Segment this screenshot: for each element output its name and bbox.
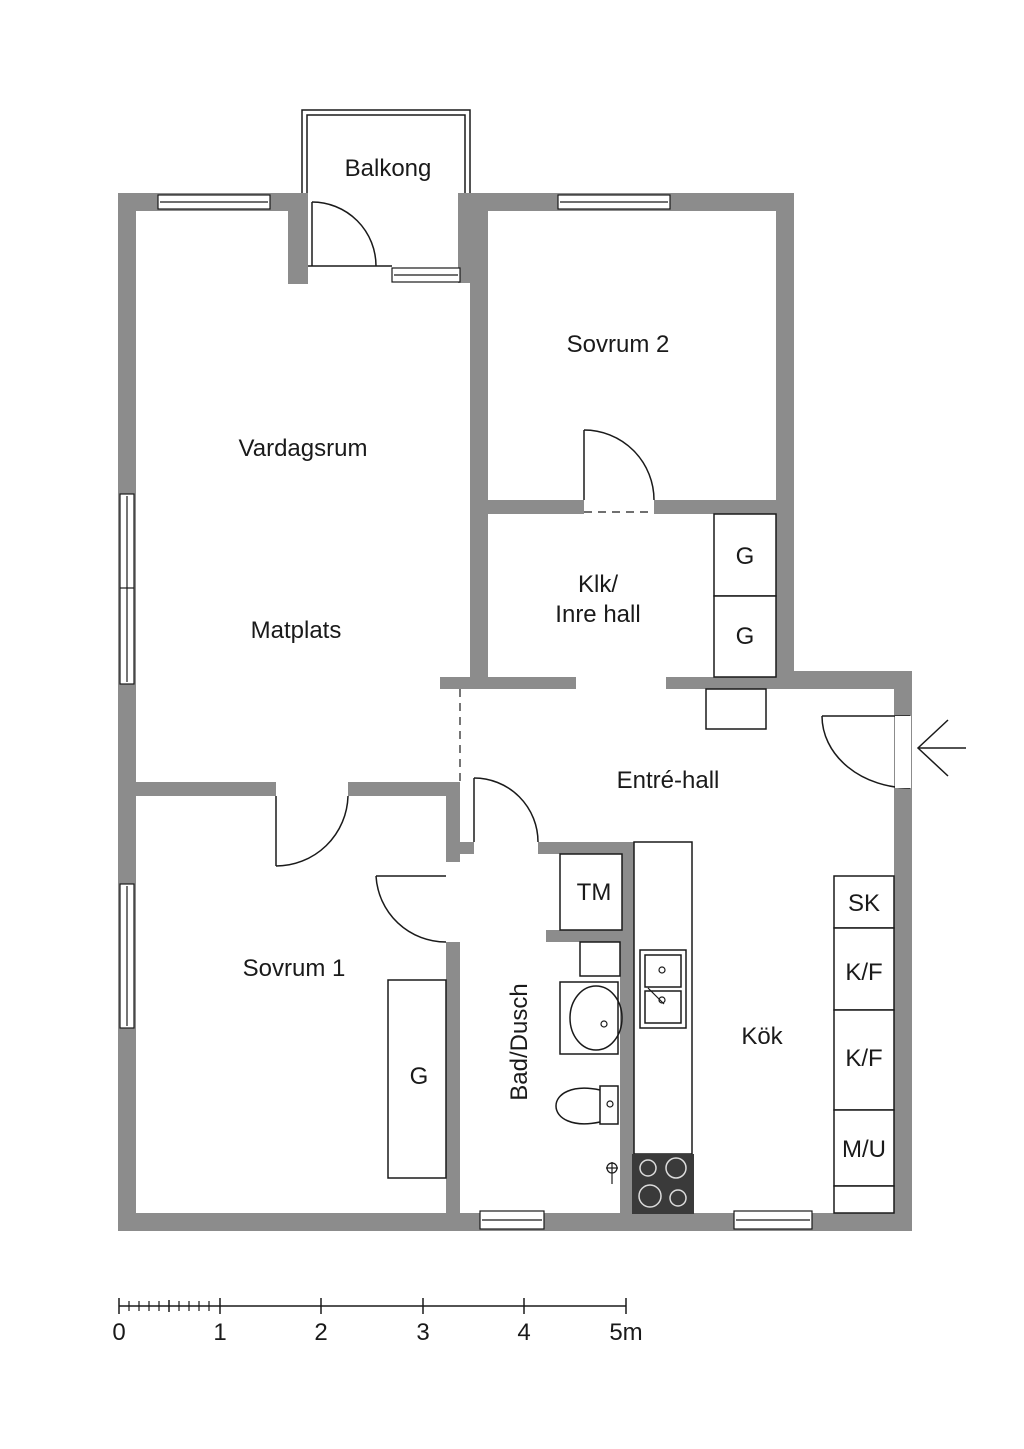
- bath-cabinet: [579, 941, 621, 977]
- appliance-bottom: [833, 1185, 895, 1214]
- room-label-entre-hall: Entré-hall: [617, 767, 720, 794]
- toilet: [555, 1085, 619, 1125]
- scale-label-1: 1: [213, 1319, 226, 1346]
- wardrobe-mid: [713, 595, 777, 678]
- room-label-klk-line2: Inre hall: [555, 601, 640, 628]
- scale-label-3: 3: [416, 1319, 429, 1346]
- fixture-label-g-top: G: [736, 543, 755, 570]
- scale-label-4: 4: [517, 1319, 530, 1346]
- doors: [275, 201, 911, 943]
- arrow-left-icon: [916, 719, 966, 777]
- washing-machine: [559, 853, 623, 931]
- scale-label-0: 0: [112, 1319, 125, 1346]
- room-label-matplats: Matplats: [251, 617, 342, 644]
- shower-tap: [606, 1162, 618, 1184]
- room-label-sovrum2: Sovrum 2: [567, 331, 670, 358]
- balcony: [301, 109, 471, 267]
- hall-closet: [705, 688, 767, 730]
- fixture-label-kf2: K/F: [845, 1045, 882, 1072]
- bathroom-sink: [559, 981, 623, 1055]
- windows: [119, 194, 813, 1230]
- fixture-label-mu: M/U: [842, 1136, 886, 1163]
- room-label-balkong: Balkong: [345, 155, 432, 182]
- room-label-sovrum1: Sovrum 1: [243, 955, 346, 982]
- room-label-kok: Kök: [741, 1023, 783, 1050]
- sovrum2-door: [583, 429, 655, 513]
- appliance-kf1: [833, 927, 895, 1011]
- balcony-door: [311, 201, 377, 267]
- fixtures: [387, 513, 895, 1214]
- bad-door: [473, 777, 539, 843]
- appliance-mu: [833, 1109, 895, 1187]
- appliance-sk: [833, 875, 895, 929]
- entrance-door: [821, 715, 911, 789]
- fixture-label-kf1: K/F: [845, 959, 882, 986]
- sovrum1-door: [275, 795, 349, 867]
- wardrobe-top: [713, 513, 777, 597]
- fixture-labels: G G G TM SK K/F K/F M/U: [410, 543, 886, 1163]
- fixture-label-g-sovrum1: G: [410, 1063, 429, 1090]
- room-label-vardagsrum: Vardagsrum: [239, 435, 368, 462]
- room-labels: Balkong Sovrum 2 Vardagsrum Matplats Klk…: [239, 155, 784, 1101]
- fixture-label-g-mid: G: [736, 623, 755, 650]
- scale-label-2: 2: [314, 1319, 327, 1346]
- scale-bar: 0 1 2 3 4 5m: [112, 1298, 643, 1346]
- fixture-label-sk: SK: [848, 890, 880, 917]
- scale-label-5m: 5m: [609, 1319, 642, 1346]
- fixture-label-tm: TM: [577, 879, 612, 906]
- room-label-klk-line1: Klk/: [578, 571, 618, 598]
- appliance-kf2: [833, 1009, 895, 1111]
- kitchen-sink: [639, 949, 687, 1029]
- room-label-bad-dusch: Bad/Dusch: [506, 983, 533, 1100]
- sovrum1-side-door: [375, 875, 447, 943]
- interior-walls: [118, 193, 794, 1231]
- stove: [632, 1154, 694, 1214]
- wardrobe-sovrum1: [387, 979, 447, 1179]
